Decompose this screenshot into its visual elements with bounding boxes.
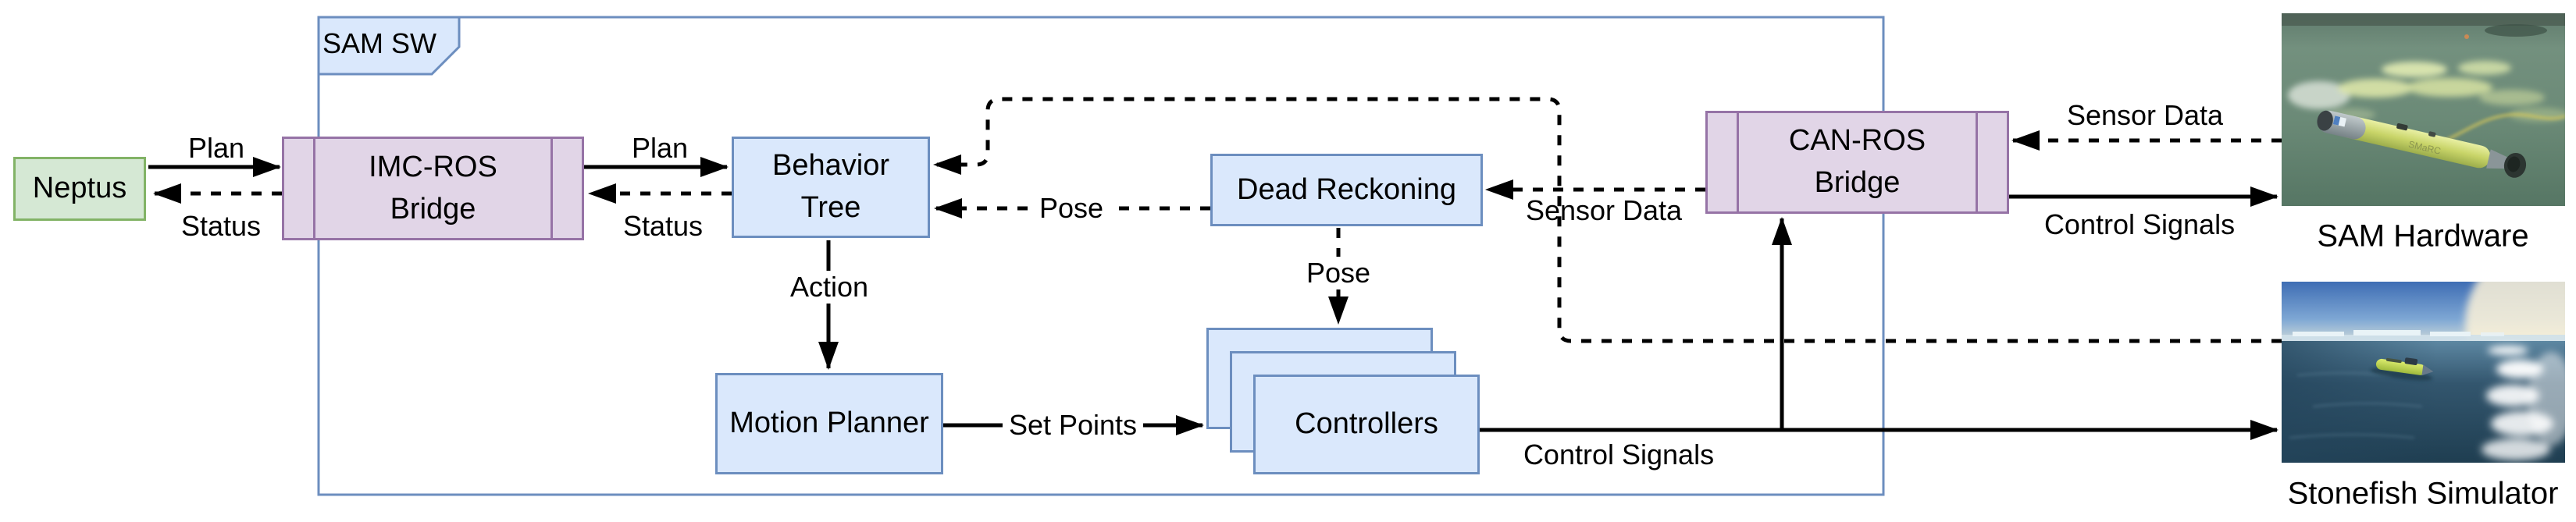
node-can-ros-bridge: CAN-ROS Bridge <box>1705 111 2009 214</box>
node-motion-planner: Motion Planner <box>715 373 943 474</box>
container-label: SAM SW <box>322 27 437 59</box>
caption-sam-hardware: SAM Hardware <box>2317 218 2529 254</box>
sam-sw-tab <box>317 16 461 76</box>
node-dead-reckoning-label: Dead Reckoning <box>1237 172 1456 206</box>
node-behavior-tree-label: Behavior Tree <box>772 149 889 224</box>
edge-label-pose-vertical: Pose <box>1299 257 1377 289</box>
edge-label-pose-horizontal: Pose <box>1032 192 1110 225</box>
sam-sw-container <box>317 16 1885 496</box>
process-bar-right <box>1976 113 1978 211</box>
edge-label-set-points: Set Points <box>1002 409 1144 442</box>
edge-sensordata-simulator-to-bt <box>933 97 2282 343</box>
process-bar-right <box>550 139 553 238</box>
stonefish-simulator-photo <box>2282 239 2576 463</box>
edge-label-status-2: Status <box>622 210 704 242</box>
node-motion-planner-label: Motion Planner <box>729 407 929 440</box>
node-dead-reckoning: Dead Reckoning <box>1210 154 1483 226</box>
process-bar-left <box>1737 113 1739 211</box>
edge-label-plan-1: Plan <box>187 132 245 164</box>
edge-label-plan-2: Plan <box>631 132 689 164</box>
node-can-ros-bridge-label: CAN-ROS Bridge <box>1788 124 1926 199</box>
edge-label-sensor-data-hardware: Sensor Data <box>2066 99 2224 131</box>
edge-label-control-signals-hardware: Control Signals <box>2043 208 2236 240</box>
caption-stonefish-simulator: Stonefish Simulator <box>2287 476 2559 511</box>
node-behavior-tree: Behavior Tree <box>732 137 930 238</box>
node-imc-ros-bridge-label: IMC-ROS Bridge <box>369 150 497 225</box>
node-neptus: Neptus <box>13 157 146 221</box>
edge-label-action: Action <box>783 271 875 304</box>
sam-hardware-photo: SMaRC <box>2282 13 2569 206</box>
node-controllers-label: Controllers <box>1295 407 1438 441</box>
edge-label-control-signals-internal: Control Signals <box>1523 439 1715 471</box>
node-imc-ros-bridge: IMC-ROS Bridge <box>282 137 584 240</box>
node-controllers: Controllers <box>1253 375 1480 474</box>
edge-label-sensor-data-internal: Sensor Data <box>1525 194 1683 226</box>
edge-label-status-1: Status <box>180 210 262 242</box>
node-neptus-label: Neptus <box>32 172 127 205</box>
process-bar-left <box>313 139 315 238</box>
